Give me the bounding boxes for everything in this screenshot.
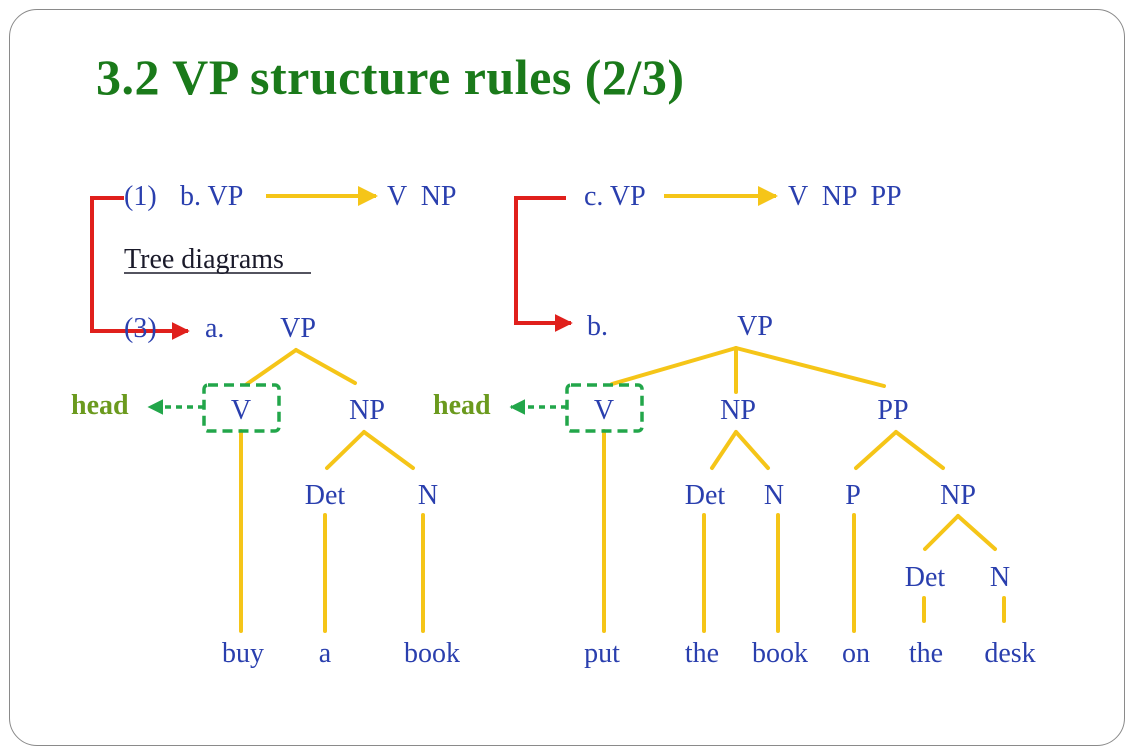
- tree-a-number: (3): [124, 313, 157, 344]
- slide-frame: [9, 9, 1125, 746]
- tree-b-np2: NP: [940, 480, 976, 511]
- tree-a-head-label: head: [71, 390, 129, 421]
- tree-a-np: NP: [349, 395, 385, 426]
- tree-a-n: N: [418, 480, 438, 511]
- tree-a-vp: VP: [280, 313, 316, 344]
- tree-b-branch-np2-n: [956, 514, 997, 551]
- tree-a-branch-np-det: [325, 430, 366, 470]
- tree-b-pp: PP: [877, 395, 908, 426]
- tree-b-letter: b.: [587, 311, 608, 342]
- tree-b-branch-pp-np: [894, 430, 945, 470]
- tree-b-branch-vp-v: [610, 346, 738, 386]
- tree-a-word-a: a: [319, 638, 332, 669]
- tree-a-word-book: book: [404, 638, 460, 669]
- tree-b-branch-pp-p: [854, 430, 898, 470]
- tree-a-v: V: [231, 395, 251, 426]
- tree-a-det: Det: [305, 480, 346, 511]
- tree-b-branch-np-n: [734, 430, 770, 470]
- rule-b-number: (1): [124, 181, 157, 212]
- tree-a-branch-vp-np: [294, 348, 357, 385]
- tree-b-branch-vp-pp: [734, 346, 886, 388]
- tree-b-word-book: book: [752, 638, 808, 669]
- tree-b-head-label: head: [433, 390, 491, 421]
- tree-a-word-buy: buy: [222, 638, 264, 669]
- red-arrow-left: [90, 196, 190, 340]
- tree-b-branches: [602, 346, 1006, 633]
- tree-b-word-the: the: [685, 638, 719, 669]
- rule-c-label: c. VP: [584, 181, 646, 212]
- rule-b-label: b. VP: [180, 181, 243, 212]
- tree-b-branch-np-det: [710, 430, 738, 470]
- rule-b-rhs: V NP: [387, 181, 457, 212]
- tree-b-v: V: [594, 395, 614, 426]
- tree-b-p: P: [845, 480, 861, 511]
- red-arrow-right: [514, 196, 573, 332]
- tree-b-n2: N: [990, 562, 1010, 593]
- tree-b-branch-np2-det: [923, 514, 960, 551]
- tree-b-word-desk: desk: [984, 638, 1035, 669]
- tree-b-word-put: put: [584, 638, 620, 669]
- tree-a-letter: a.: [205, 313, 224, 344]
- tree-b-word-the-2: the: [909, 638, 943, 669]
- rule-c-rhs: V NP PP: [788, 181, 902, 212]
- tree-b-np: NP: [720, 395, 756, 426]
- section-heading: Tree diagrams: [124, 244, 284, 275]
- tree-b-det: Det: [685, 480, 726, 511]
- tree-b-n: N: [764, 480, 784, 511]
- slide-title: 3.2 VP structure rules (2/3): [96, 49, 685, 105]
- tree-a-branches: [239, 348, 425, 633]
- tree-a-branch-np-n: [362, 430, 415, 470]
- tree-a-branch-vp-v: [245, 348, 298, 386]
- tree-b-det2: Det: [905, 562, 946, 593]
- tree-b-word-on: on: [842, 638, 870, 669]
- tree-b-vp: VP: [737, 311, 773, 342]
